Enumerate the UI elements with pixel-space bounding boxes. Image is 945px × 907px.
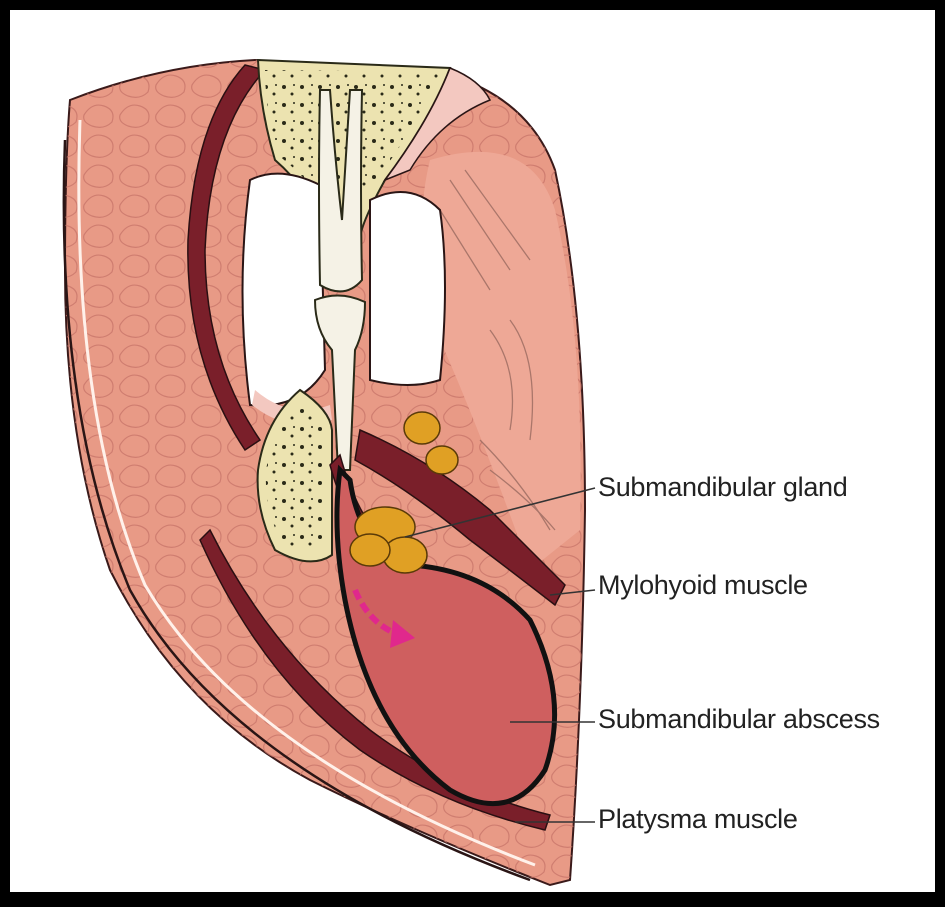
label-mylohyoid-muscle: Mylohyoid muscle xyxy=(598,570,808,601)
label-submandibular-abscess: Submandibular abscess xyxy=(598,704,880,735)
label-platysma-muscle: Platysma muscle xyxy=(598,804,798,835)
label-submandibular-gland: Submandibular gland xyxy=(598,472,847,503)
oral-cavity xyxy=(243,174,326,406)
diagram-frame: Submandibular gland Mylohyoid muscle Sub… xyxy=(10,10,935,892)
anatomy-illustration xyxy=(10,10,935,892)
